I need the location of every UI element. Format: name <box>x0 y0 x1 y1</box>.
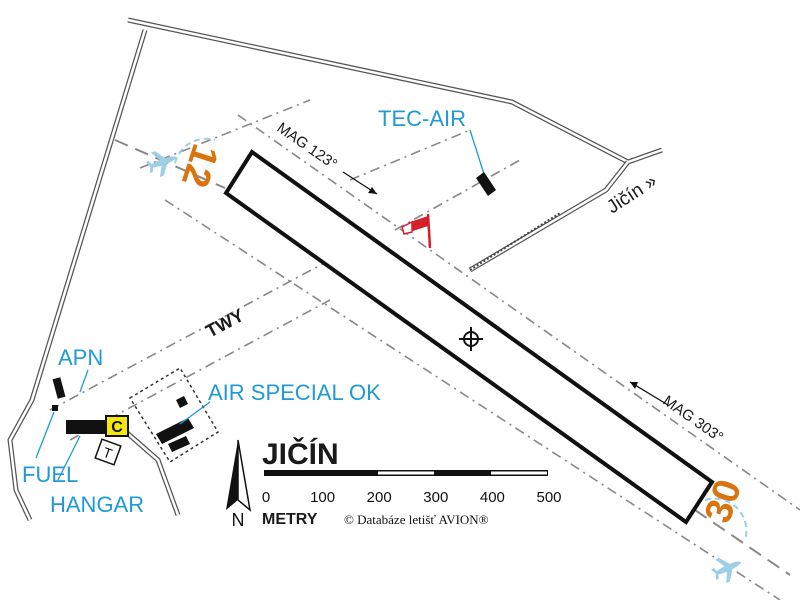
circuit-arc-30 <box>704 497 748 541</box>
operator-label-tec-air: TEC-AIR <box>378 106 466 131</box>
fuel-label: FUEL <box>22 462 78 487</box>
scale-bar <box>264 470 548 476</box>
scale-tick-label: 400 <box>480 489 505 506</box>
scale-unit-label: METRY <box>262 511 318 528</box>
hangar-label: HANGAR <box>50 492 144 517</box>
airfield-name: JIČÍN <box>262 437 339 471</box>
service-road <box>469 212 561 271</box>
building <box>156 418 194 444</box>
plane-icon <box>710 557 741 584</box>
fuel-station-marker <box>52 405 58 411</box>
building <box>52 377 66 399</box>
scale-ticks: 0 100 200 300 400 500 <box>262 489 562 506</box>
customs-letter: C <box>111 419 123 436</box>
aerodrome-reference-point-icon <box>459 327 483 351</box>
leader-line <box>57 435 81 481</box>
plane-icon <box>145 151 177 177</box>
runway-12-30 <box>223 149 715 525</box>
apron-label: APN <box>58 345 103 370</box>
building <box>168 436 190 452</box>
leader-line <box>35 411 55 459</box>
hangar-building <box>66 420 108 434</box>
copyright-notice: © Databáze letišť AVION® <box>344 512 489 527</box>
scale-tick-label: 0 <box>262 489 270 506</box>
scale-tick-label: 300 <box>423 489 448 506</box>
scale-tick-label: 100 <box>310 489 335 506</box>
heading-arrowhead-icon <box>368 187 377 194</box>
building <box>476 172 496 196</box>
scale-tick-label: 200 <box>367 489 392 506</box>
heading-arrowhead-icon <box>630 382 638 389</box>
t-marker: T <box>94 438 122 466</box>
taxiway-label: TWY <box>202 305 247 341</box>
magnetic-heading-label: MAG 123° <box>274 119 341 173</box>
circuit-arc-12 <box>174 137 216 164</box>
leader-line <box>79 369 89 393</box>
town-direction-label: Jičín » <box>603 171 660 219</box>
north-letter: N <box>232 510 245 530</box>
operator-label-air-special: AIR SPECIAL OK <box>208 380 381 405</box>
operator-area-boundary <box>128 366 220 464</box>
roads <box>7 17 663 522</box>
building <box>176 396 188 408</box>
north-arrow-icon: N <box>226 439 252 530</box>
windsock-icon <box>401 213 432 249</box>
customs-marker <box>105 415 129 437</box>
leader-line <box>469 129 485 175</box>
scale-tick-label: 500 <box>536 489 561 506</box>
leader-line <box>179 401 211 425</box>
runway-extended-centreline <box>114 139 791 576</box>
